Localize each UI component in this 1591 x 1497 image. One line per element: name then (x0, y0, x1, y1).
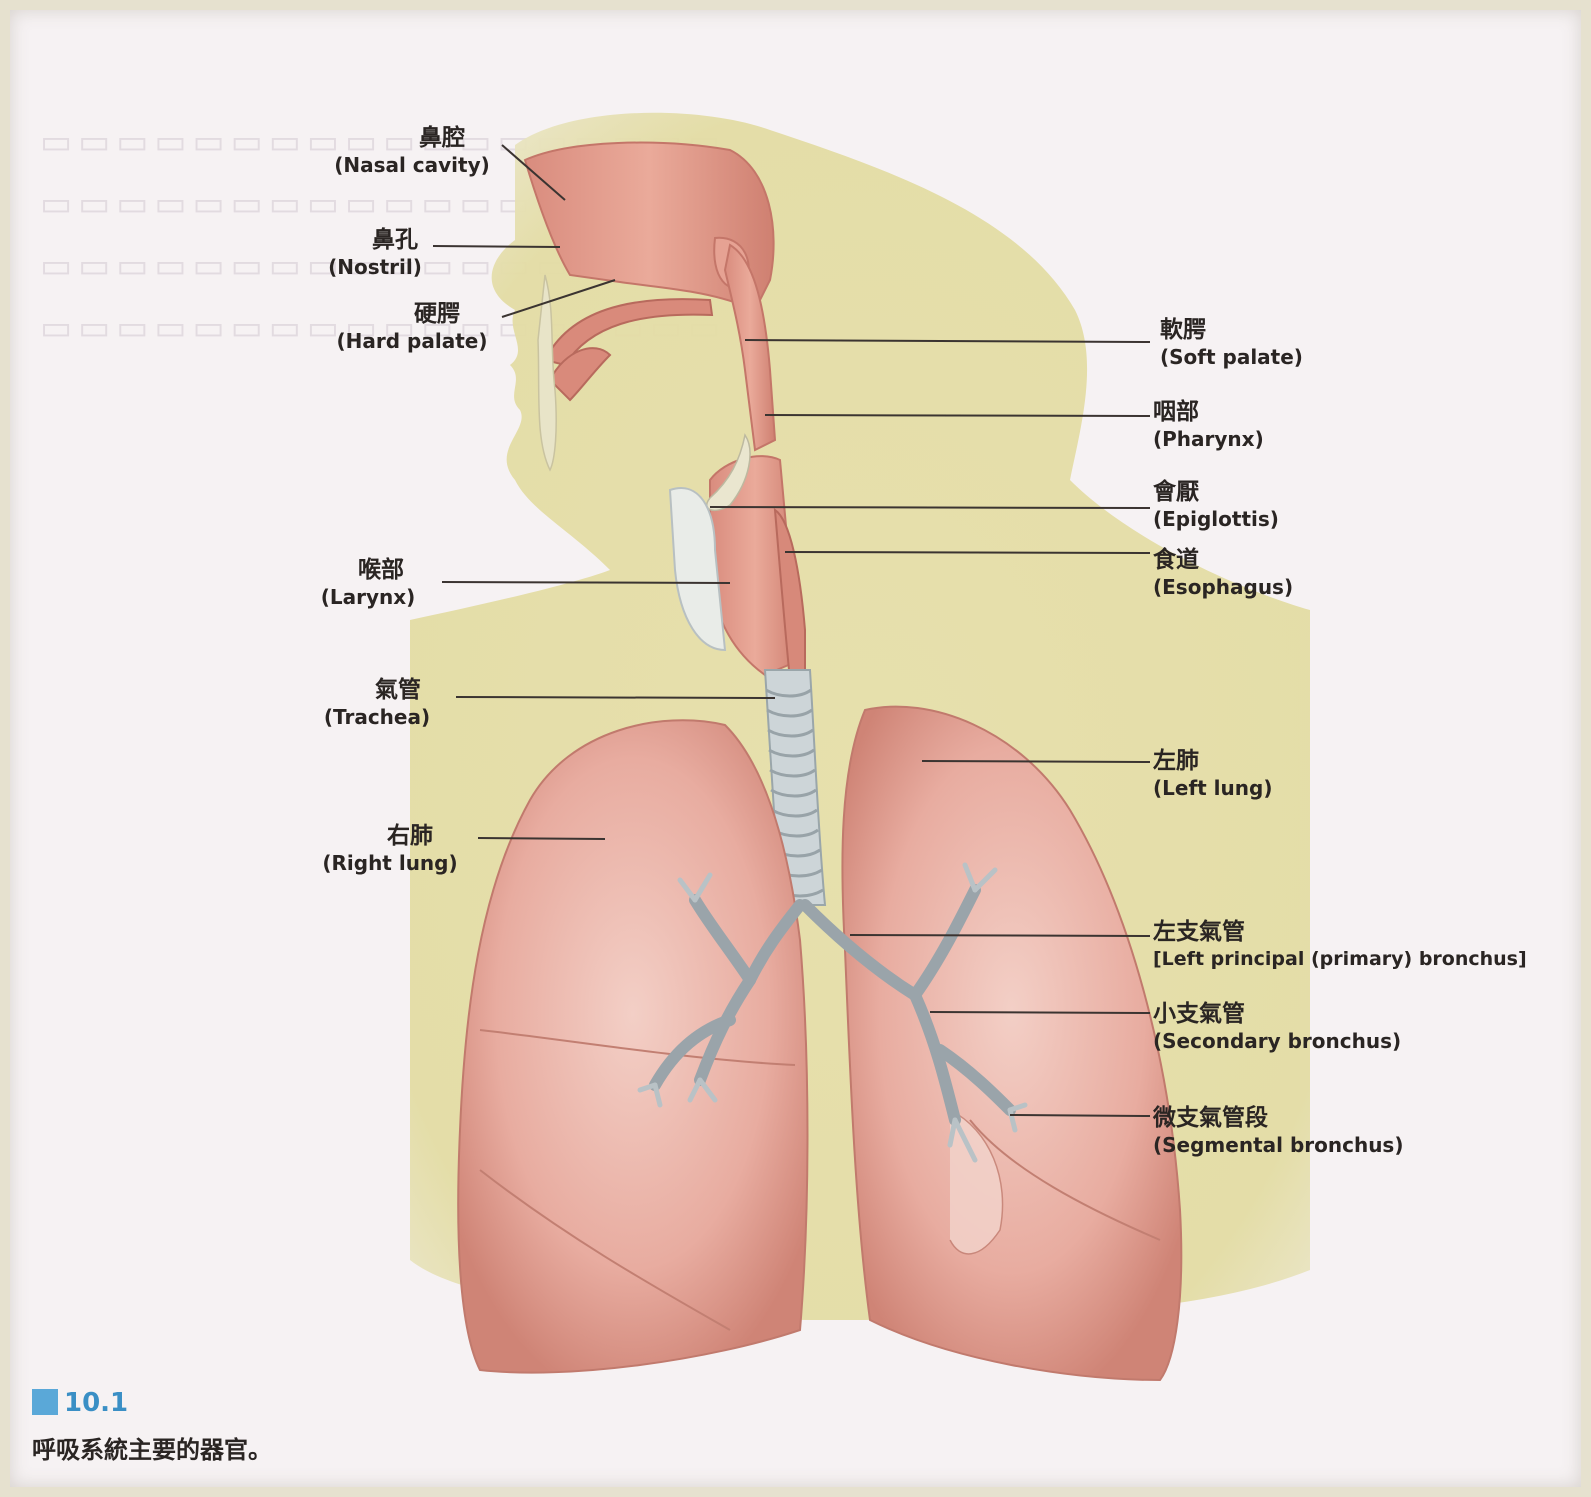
label-nasal-cavity-zh: 鼻腔 (322, 124, 502, 152)
label-left-principal-bronchus-en: [Left principal (primary) bronchus] (1153, 946, 1527, 972)
figure-marker-icon (32, 1389, 58, 1415)
label-soft-palate: 軟腭 (Soft palate) (1160, 316, 1303, 370)
label-left-lung: 左肺 (Left lung) (1153, 747, 1272, 801)
label-trachea-en: (Trachea) (312, 704, 442, 730)
label-esophagus-en: (Esophagus) (1153, 574, 1293, 600)
label-epiglottis: 會厭 (Epiglottis) (1153, 478, 1279, 532)
label-larynx: 喉部 (Larynx) (308, 556, 428, 610)
textbook-page: ▭▭▭▭▭▭▭▭▭▭▭▭▭▭▭▭▭▭ ▭▭▭▭▭▭▭▭▭▭▭▭▭▭▭▭▭▭ ▭▭… (10, 10, 1581, 1487)
label-segmental-bronchus: 微支氣管段 (Segmental bronchus) (1153, 1104, 1403, 1158)
label-pharynx-en: (Pharynx) (1153, 426, 1264, 452)
label-right-lung: 右肺 (Right lung) (310, 822, 470, 876)
label-nasal-cavity: 鼻腔 (Nasal cavity) (322, 124, 502, 178)
label-right-lung-en: (Right lung) (310, 850, 470, 876)
label-hard-palate-zh: 硬腭 (322, 300, 502, 328)
label-pharynx-zh: 咽部 (1153, 398, 1264, 426)
label-hard-palate-en: (Hard palate) (322, 328, 502, 354)
label-esophagus: 食道 (Esophagus) (1153, 546, 1293, 600)
label-secondary-bronchus: 小支氣管 (Secondary bronchus) (1153, 1000, 1401, 1054)
label-right-lung-zh: 右肺 (310, 822, 470, 850)
label-trachea-zh: 氣管 (312, 676, 442, 704)
figure-number: 10.1 (32, 1388, 128, 1418)
label-pharynx: 咽部 (Pharynx) (1153, 398, 1264, 452)
label-epiglottis-zh: 會厭 (1153, 478, 1279, 506)
label-left-principal-bronchus: 左支氣管 [Left principal (primary) bronchus] (1153, 918, 1527, 972)
label-secondary-bronchus-zh: 小支氣管 (1153, 1000, 1401, 1028)
label-esophagus-zh: 食道 (1153, 546, 1293, 574)
respiratory-system-illustration (10, 10, 1581, 1487)
label-trachea: 氣管 (Trachea) (312, 676, 442, 730)
label-epiglottis-en: (Epiglottis) (1153, 506, 1279, 532)
label-left-principal-bronchus-zh: 左支氣管 (1153, 918, 1527, 946)
figure-number-text: 10.1 (64, 1388, 128, 1418)
label-left-lung-zh: 左肺 (1153, 747, 1272, 775)
label-soft-palate-en: (Soft palate) (1160, 344, 1303, 370)
label-segmental-bronchus-en: (Segmental bronchus) (1153, 1132, 1403, 1158)
label-larynx-zh: 喉部 (308, 556, 428, 584)
label-left-lung-en: (Left lung) (1153, 775, 1272, 801)
label-larynx-en: (Larynx) (308, 584, 428, 610)
label-nasal-cavity-en: (Nasal cavity) (322, 152, 502, 178)
figure-caption: 呼吸系統主要的器官。 (32, 1430, 272, 1465)
label-nostril-en: (Nostril) (310, 254, 440, 280)
label-hard-palate: 硬腭 (Hard palate) (322, 300, 502, 354)
label-secondary-bronchus-en: (Secondary bronchus) (1153, 1028, 1401, 1054)
label-segmental-bronchus-zh: 微支氣管段 (1153, 1104, 1403, 1132)
label-nostril: 鼻孔 (Nostril) (310, 226, 440, 280)
label-nostril-zh: 鼻孔 (310, 226, 440, 254)
label-soft-palate-zh: 軟腭 (1160, 316, 1303, 344)
